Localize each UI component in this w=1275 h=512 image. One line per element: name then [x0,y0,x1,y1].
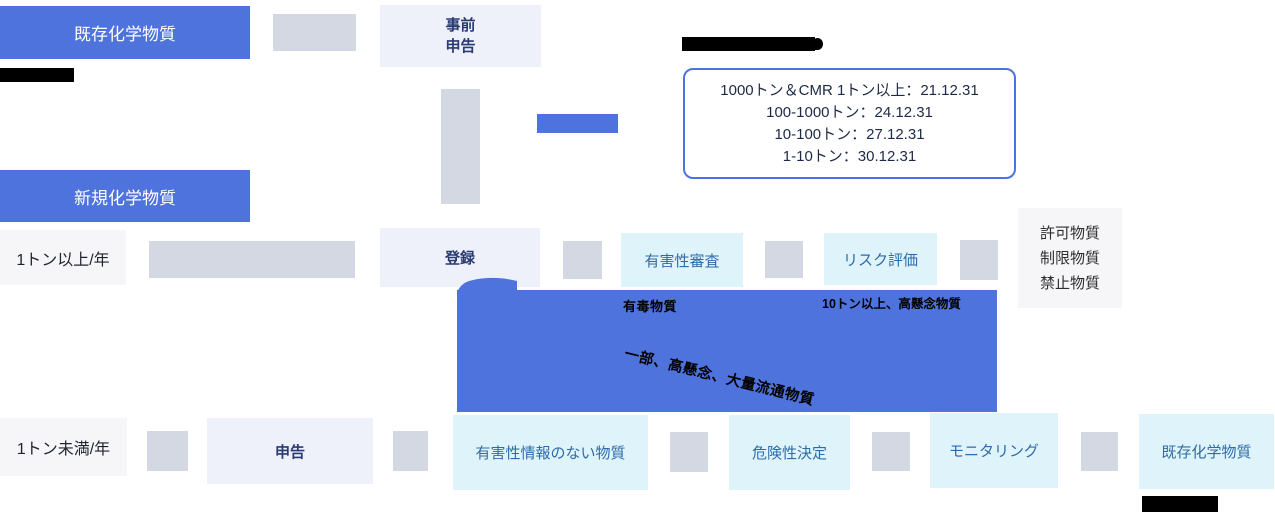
existing-chemical-bottom-box: 既存化学物質 [1139,414,1274,489]
pre-notification-line2: 申告 [445,38,476,55]
redaction-bar-bottom-right [1142,496,1218,512]
grace-line-1: 1000トン＆CMR 1トン以上：21.12.31 [720,81,979,99]
connector-top-horizontal [273,14,356,51]
new-chemical-label: 新規化学物質 [74,188,176,208]
prohibited-substances-label: 禁止物質 [1039,274,1100,292]
high-concern-10ton-label: 10トン以上、高懸念物質 [822,297,961,311]
blue-bar-connector [537,114,618,133]
connector-row2-a [147,431,188,471]
permitted-substances-label: 許可物質 [1039,224,1100,242]
qty-under-1ton-label: 1トン未満/年 [16,441,111,458]
existing-chemical-top-label: 既存化学物質 [74,25,176,44]
hazard-determination-label: 危険性決定 [751,445,827,462]
registration-label: 登録 [444,250,475,267]
connector-row1-a [563,241,602,279]
registration-box: 登録 [380,228,540,287]
hazard-determination-box: 危険性決定 [729,415,850,490]
pre-notification-line1: 事前 [445,17,476,34]
redaction-bar-grace-title [682,37,815,51]
regulated-substances-box: 許可物質 制限物質 禁止物質 [1018,208,1122,308]
grace-period-box: 1000トン＆CMR 1トン以上：21.12.31 100-1000トン：24.… [683,68,1016,179]
hazard-review-label: 有害性審査 [644,252,720,270]
existing-chemical-top-box: 既存化学物質 [0,6,250,59]
risk-assessment-label: リスク評価 [842,251,918,269]
monitoring-box: モニタリング [930,413,1058,488]
risk-assessment-box: リスク評価 [824,233,937,285]
redaction-glyph-fragment [812,38,823,50]
no-hazard-info-box: 有害性情報のない物質 [453,415,648,490]
connector-vertical [441,89,480,204]
grace-line-3: 10-100トン：27.12.31 [774,125,925,143]
monitoring-label: モニタリング [948,443,1039,460]
existing-chemical-bottom-label: 既存化学物質 [1161,444,1252,461]
pre-notification-box: 事前 申告 [380,5,541,67]
connector-row2-e [1081,432,1118,471]
no-hazard-info-label: 有害性情報のない物質 [475,445,626,462]
connector-row2-b [393,431,428,471]
grace-line-4: 1-10トン：30.12.31 [782,147,917,165]
high-concern-banner: 有毒物質 10トン以上、高懸念物質 一部、高懸念、大量流通物質 [457,277,997,412]
connector-row1-bar [149,241,355,278]
declaration-box: 申告 [207,418,373,484]
connector-row2-d [872,432,910,471]
redaction-bar-top-left [0,68,74,82]
hazard-review-box: 有害性審査 [621,233,743,287]
connector-row1-b [765,241,803,278]
qty-under-1ton-label-box: 1トン未満/年 [0,418,127,476]
banner-tail-shape [457,277,517,291]
diagonal-banner-label: 一部、高懸念、大量流通物質 [622,346,816,409]
connector-row2-c [670,432,708,472]
grace-line-2: 100-1000トン：24.12.31 [766,103,933,121]
restricted-substances-label: 制限物質 [1039,249,1100,267]
toxic-substance-label: 有毒物質 [623,299,678,314]
qty-over-1ton-label: 1トン以上/年 [16,251,110,269]
new-chemical-box: 新規化学物質 [0,170,250,222]
qty-over-1ton-label-box: 1トン以上/年 [0,230,126,285]
declaration-label: 申告 [274,443,305,461]
connector-row1-c [960,240,998,280]
